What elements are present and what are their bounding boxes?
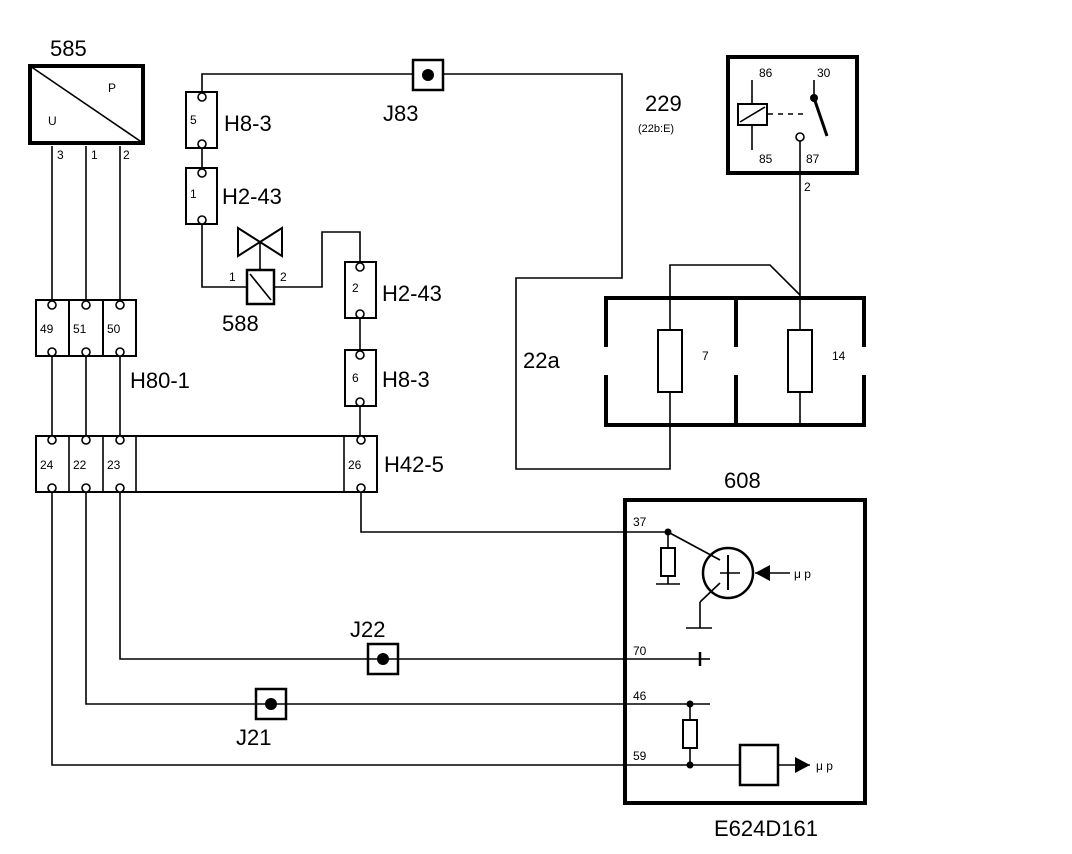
relay-ref: (22b:E): [638, 123, 674, 135]
h8-3-top-label: H8-3: [224, 111, 272, 136]
h80-pin-49: 49: [40, 322, 54, 336]
h2-43-right-label: H2-43: [382, 281, 442, 306]
h2-43-left-pin: 1: [190, 187, 197, 201]
fuse-7: 7: [702, 349, 709, 363]
ecu-pin-46: 46: [633, 689, 647, 703]
connector-h42-5: 24 22 23 26 H42-5: [35, 435, 444, 493]
relay-id: 229: [645, 91, 682, 116]
h42-pin-22: 22: [73, 458, 87, 472]
j83-label: J83: [383, 101, 418, 126]
junction-j21: J21: [236, 687, 288, 750]
valve-id: 588: [222, 311, 259, 336]
h8-3-mid-label: H8-3: [382, 367, 430, 392]
ecu-mp-top: μ p: [794, 567, 811, 581]
sensor-id: 585: [50, 36, 87, 61]
valve-pin-2: 2: [280, 270, 287, 284]
sensor-585: 585 U P 3 1 2: [28, 36, 145, 162]
ecu-pin-37: 37: [633, 515, 647, 529]
h42-label: H42-5: [384, 452, 444, 477]
ecu-pin-59: 59: [633, 749, 647, 763]
h42-pin-26: 26: [348, 458, 362, 472]
valve-pin-1: 1: [229, 270, 236, 284]
h80-label: H80-1: [130, 368, 190, 393]
h80-pin-51: 51: [73, 322, 87, 336]
relay-pin-86: 86: [759, 66, 773, 80]
ecu-pin-70: 70: [633, 644, 647, 658]
fusebox-22a: 22a 7 14: [523, 296, 867, 427]
ecu-608: 608 37 70 46 59 μ p μ p: [623, 468, 867, 805]
diagram-code: E624D161: [714, 816, 818, 841]
ecu-mp-bottom: μ p: [816, 759, 833, 773]
valve-588: 1 2 588: [222, 226, 287, 336]
h80-pin-50: 50: [107, 322, 121, 336]
sensor-in-label: U: [48, 114, 57, 128]
connector-h80-1: 49 51 50 H80-1: [35, 299, 190, 393]
h8-3-top-pin: 5: [190, 113, 197, 127]
h2-43-left-label: H2-43: [222, 184, 282, 209]
connector-h8-3-mid: 6 H8-3: [344, 349, 430, 407]
wires: [51, 73, 801, 766]
relay-pin-87: 87: [806, 152, 820, 166]
j21-label: J21: [236, 725, 271, 750]
sensor-pin-2: 2: [123, 148, 130, 162]
relay-pin-85: 85: [759, 152, 773, 166]
connector-h2-43-right: 2 H2-43: [344, 261, 442, 319]
junction-j22: J22: [350, 617, 400, 676]
sensor-pin-1: 1: [91, 148, 98, 162]
j22-label: J22: [350, 617, 385, 642]
connector-h8-3-top: 5 H8-3: [185, 91, 272, 149]
fuse-14: 14: [832, 349, 846, 363]
relay-out-pin: 2: [804, 180, 811, 194]
connector-h2-43-left: 1 H2-43: [185, 167, 282, 225]
relay-229: 229 (22b:E) 86 30 85 87 2: [638, 55, 859, 194]
h2-43-right-pin: 2: [352, 281, 359, 295]
fusebox-label: 22a: [523, 348, 560, 373]
h42-pin-24: 24: [40, 458, 54, 472]
sensor-pin-3: 3: [57, 148, 64, 162]
h42-pin-23: 23: [107, 458, 121, 472]
sensor-out-label: P: [108, 81, 116, 95]
junction-j83: J83: [383, 58, 445, 126]
h8-3-mid-pin: 6: [352, 371, 359, 385]
ecu-id: 608: [724, 468, 761, 493]
relay-pin-30: 30: [817, 66, 831, 80]
